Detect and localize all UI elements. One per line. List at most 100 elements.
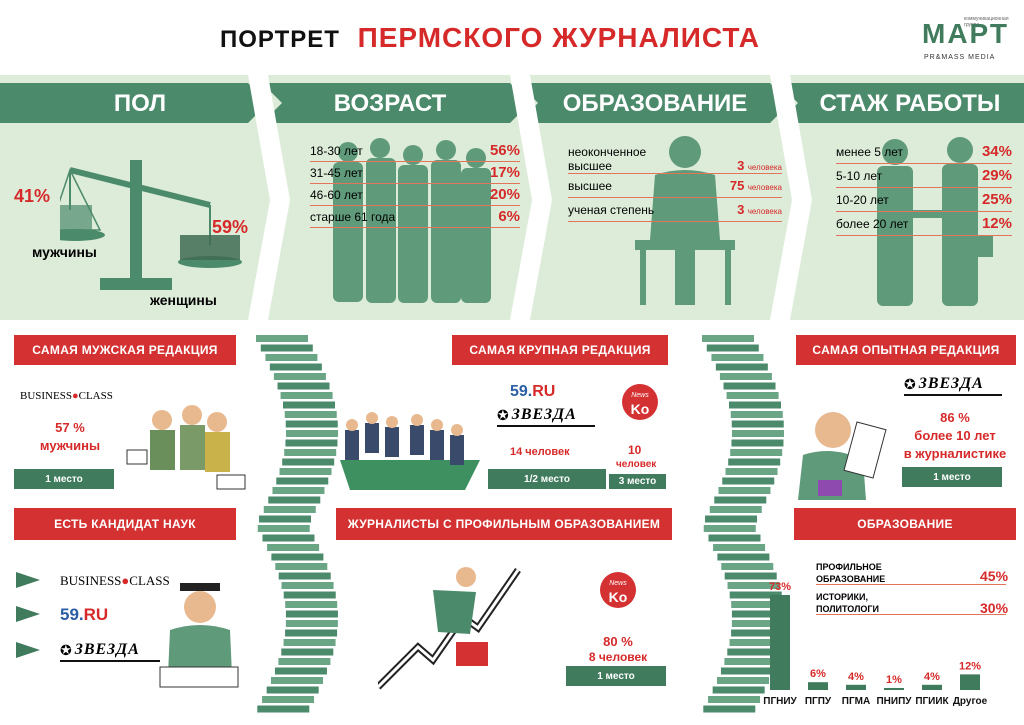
- stair-step: [728, 458, 781, 466]
- edu-label: неоконченное высшее: [568, 145, 647, 173]
- edu-value: 75 человека: [729, 178, 782, 193]
- category-label: ПГИИК: [915, 696, 949, 707]
- experienced-zvezda-logo: ✪ ЗВЕЗДА: [904, 374, 1002, 396]
- bar-value-label: 1%: [886, 674, 902, 686]
- stair-step: [731, 601, 784, 608]
- profile-pct: 80 %: [603, 634, 633, 649]
- reporters-illustration: [126, 405, 246, 490]
- edu-row2a: ИСТОРИКИ,: [816, 592, 868, 602]
- category-label: ПГПУ: [805, 696, 832, 707]
- largest-zvezda-logo: ✪ ЗВЕЗДА: [497, 405, 595, 427]
- edu-row1v: 45%: [980, 568, 1009, 584]
- exp-label: 5-10 лет: [836, 168, 883, 183]
- exp-value: 25%: [981, 191, 1012, 208]
- edu-row2b: ПОЛИТОЛОГИ: [816, 604, 1006, 615]
- stair-step: [718, 487, 771, 494]
- exp-row: более 20 лет 12%: [836, 212, 1012, 236]
- stair-step: [727, 582, 780, 589]
- phd-arrow-3: [16, 642, 40, 658]
- logo-text: МАРТ: [922, 18, 1009, 49]
- edu-row2v: 30%: [980, 600, 1009, 616]
- stair-step: [712, 686, 765, 694]
- male-title: САМАЯ МУЖСКАЯ РЕДАКЦИЯ: [14, 335, 236, 365]
- stair-step: [284, 411, 337, 418]
- stair-step: [276, 477, 329, 485]
- phd-arrow-2: [16, 606, 40, 622]
- profile-newsko-logo: News Ko: [600, 572, 636, 608]
- stair-step: [281, 582, 334, 589]
- stair-step: [285, 620, 338, 627]
- edu-list: неоконченное высшее 3 человека высшее 75…: [568, 140, 782, 222]
- edu-value: 3 человека: [737, 202, 782, 217]
- stair-step: [731, 430, 784, 437]
- stair-step: [271, 553, 324, 561]
- exp-label: менее 5 лет: [836, 144, 904, 159]
- star-icon: ✪: [904, 375, 916, 392]
- bar-value-label: 12%: [959, 660, 981, 672]
- stair-step: [722, 477, 775, 485]
- stair-step: [730, 411, 783, 418]
- stair-step: [265, 354, 318, 361]
- stair-step: [708, 696, 761, 703]
- stair-step: [720, 667, 773, 675]
- stair-step: [285, 601, 338, 608]
- largest-newsko-logo: News Ko: [622, 384, 658, 420]
- exp-label: более 20 лет: [836, 216, 909, 231]
- stair-step: [284, 449, 337, 456]
- stair-step: [263, 506, 316, 513]
- stair-step: [721, 563, 774, 570]
- stair-step: [729, 401, 782, 409]
- stair-step: [715, 363, 768, 371]
- exp-value: 12%: [981, 215, 1012, 232]
- stair-step: [285, 430, 338, 437]
- category-label: ПГНИУ: [763, 696, 797, 707]
- stair-step: [724, 572, 777, 580]
- stair-step: [274, 667, 327, 675]
- experienced-place: 1 место: [902, 467, 1002, 487]
- edu-row: ученая степень 3 человека: [568, 198, 782, 222]
- exp-label: 10-20 лет: [836, 192, 889, 207]
- largest-title: САМАЯ КРУПНАЯ РЕДАКЦИЯ: [452, 335, 668, 365]
- stair-step: [269, 363, 322, 371]
- stair-step: [702, 335, 754, 342]
- stair-step: [730, 449, 783, 456]
- experienced-title: САМАЯ ОПЫТНАЯ РЕДАКЦИЯ: [796, 335, 1016, 365]
- largest-count2b: человек: [616, 459, 657, 470]
- title-red: ПЕРМСКОГО ЖУРНАЛИСТА: [357, 22, 760, 53]
- title-black: ПОРТРЕТ: [220, 26, 340, 53]
- header-title: ПОРТРЕТ ПЕРМСКОГО ЖУРНАЛИСТА: [220, 22, 760, 54]
- edu-label: ученая степень: [568, 202, 655, 217]
- age-label: 46-60 лет: [310, 187, 363, 202]
- experienced-line2: более 10 лет: [914, 428, 996, 443]
- stair-step: [260, 344, 313, 352]
- male-pct: 57 %: [55, 420, 85, 435]
- staircase-right: [702, 335, 784, 713]
- phd-59ru: 59.RU: [60, 605, 109, 624]
- top-band-headers: [0, 75, 1024, 320]
- male-place: 1 место: [14, 469, 114, 489]
- stair-step: [717, 553, 770, 561]
- stair-step: [266, 686, 319, 694]
- stair-step: [731, 420, 784, 428]
- stair-step: [708, 534, 761, 542]
- stair-step: [726, 392, 779, 399]
- age-value: 20%: [489, 186, 520, 203]
- section-education: ОБРАЗОВАНИЕ: [562, 90, 748, 117]
- stair-step: [262, 534, 315, 542]
- phd-arrow-1: [16, 572, 40, 588]
- edu-label: высшее: [568, 178, 612, 193]
- stair-step: [262, 696, 315, 703]
- largest-count1: 14 человек: [510, 446, 570, 458]
- edu-value: 3 человека: [737, 158, 782, 173]
- profile-place: 1 место: [566, 666, 666, 686]
- largest-59ru: 59.RU: [510, 383, 556, 400]
- logo-sub: PR&MASS MEDIA: [924, 54, 996, 61]
- stair-step: [713, 544, 766, 551]
- stair-step: [716, 677, 769, 684]
- bar-value-label: 73%: [769, 581, 791, 593]
- stair-step: [714, 496, 767, 504]
- stair-step: [285, 629, 338, 637]
- bar-Другое: [960, 674, 980, 690]
- largest-place2: 3 место: [609, 474, 666, 489]
